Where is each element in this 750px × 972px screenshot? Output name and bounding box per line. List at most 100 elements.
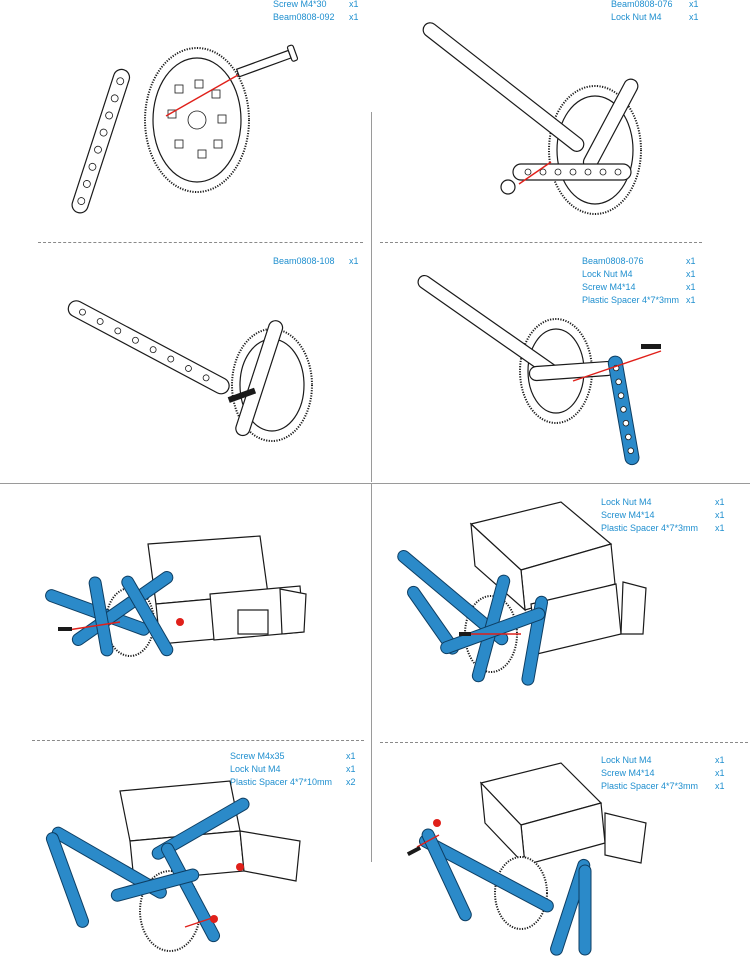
step-4-panel: Beam0808-076 x1 Lock Nut M4 x1 Screw M4*14… [371,243,750,483]
part-qty: x1 [349,12,359,22]
assembly-arrow [184,916,216,928]
blue-legs-illustration [45,571,174,657]
part-qty: x1 [715,510,725,520]
step-separator-3 [32,740,364,741]
lock-nut-illustration [236,863,244,871]
step-separator-2 [380,242,702,243]
parts-list: Beam0808-076 x1 Lock Nut M4 x1 Screw M4*14… [582,255,700,307]
gear-illustration [144,47,250,193]
part-row: Screw M4x35 x1 [230,750,360,763]
part-row: Plastic Spacer 4*7*3mm x1 [601,780,729,793]
screw-illustration [227,387,257,403]
part-qty: x1 [689,12,699,22]
part-qty: x1 [715,755,725,765]
column-divider-bottom [371,484,372,862]
beam-holes [524,168,622,176]
assembly-arrow [416,834,440,848]
part-qty: x1 [715,781,725,791]
part-name: Beam0808-108 [273,256,335,266]
step-5-illustration [45,535,307,657]
part-qty: x1 [346,764,356,774]
blue-legs-illustration [45,797,250,943]
step-1-illustration [71,44,299,214]
step-4-illustration [417,274,662,466]
assembly-arrow [518,161,552,185]
lock-nut-illustration [500,179,516,195]
part-qty: x1 [686,269,696,279]
screw-illustration [58,627,72,631]
part-name: Lock Nut M4 [611,12,662,22]
robot-chassis-illustration [479,762,647,867]
part-row: Lock Nut M4 x1 [601,754,729,767]
part-name: Screw M4*14 [601,768,655,778]
part-row: Screw M4*30 x1 [273,0,363,11]
part-name: Screw M4*14 [582,282,636,292]
step-5-panel [0,484,371,740]
part-row: Screw M4*14 x1 [582,281,700,294]
part-row: Lock Nut M4 x1 [582,268,700,281]
part-name: Lock Nut M4 [582,269,633,279]
part-qty: x1 [686,282,696,292]
part-row: Beam0808-076 x1 [582,255,700,268]
step-3-illustration [67,300,313,442]
robot-chassis-illustration [147,535,307,645]
part-name: Plastic Spacer 4*7*3mm [582,295,680,305]
step-2-illustration [422,22,642,215]
lock-nut-illustration [433,819,441,827]
part-qty: x1 [686,295,696,305]
step-separator-4 [380,742,748,743]
part-name: Beam0808-076 [582,256,644,266]
robot-chassis-illustration [119,780,301,882]
beam-vertical-illustration [235,320,284,437]
part-name: Beam0808-076 [611,0,673,9]
part-name: Plastic Spacer 4*7*3mm [601,781,699,791]
spacer-illustration [210,915,218,923]
part-qty: x1 [686,256,696,266]
beam-108-illustration [422,22,585,152]
part-name: Lock Nut M4 [601,497,652,507]
part-qty: x1 [715,523,725,533]
part-name: Screw M4*30 [273,0,327,9]
part-name: Plastic Spacer 4*7*10mm [230,777,333,787]
step-7-illustration [45,780,301,952]
part-name: Screw M4x35 [230,751,285,761]
column-divider-top [371,112,372,482]
part-qty: x1 [349,0,359,9]
step-8-illustration [406,762,647,956]
section-divider [0,483,750,484]
part-qty: x1 [715,768,725,778]
step-separator-1 [38,242,363,243]
beam-092-illustration [71,68,131,214]
beam-076-blue-illustration [607,355,640,466]
blue-legs-illustration [418,828,592,956]
assembly-arrow [165,74,239,117]
robot-chassis-illustration [469,501,647,655]
screw-illustration [459,632,471,636]
part-qty: x1 [346,751,356,761]
step-8-panel: Lock Nut M4 x1 Screw M4*14 x1 Plastic Spac… [371,743,750,972]
beam-holes [79,308,210,382]
step-6-illustration [397,501,647,686]
beam-076-illustration [512,163,632,181]
part-name: Lock Nut M4 [601,755,652,765]
screw-illustration [641,344,661,349]
assembly-arrow [572,350,662,382]
beam-holes [612,364,634,454]
